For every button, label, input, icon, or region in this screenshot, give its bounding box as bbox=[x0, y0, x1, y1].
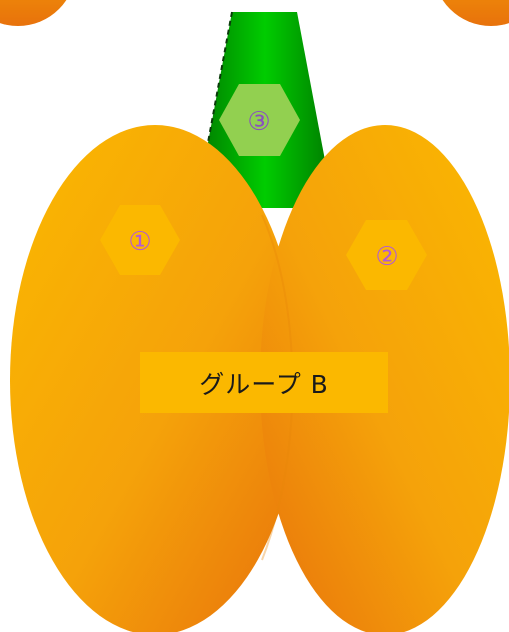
hexagon-2-label: ② bbox=[375, 242, 398, 272]
group-label-box: グループ B bbox=[140, 352, 388, 413]
hexagon-3 bbox=[219, 84, 300, 156]
hexagon-1-label: ① bbox=[128, 227, 151, 257]
hexagon-3-label: ③ bbox=[247, 107, 270, 137]
corner-circle-left bbox=[0, 0, 67, 26]
hexagon-2 bbox=[346, 220, 427, 290]
hexagon-1 bbox=[100, 205, 180, 275]
corner-circle-right bbox=[442, 0, 509, 26]
group-label: グループ B bbox=[199, 369, 329, 399]
